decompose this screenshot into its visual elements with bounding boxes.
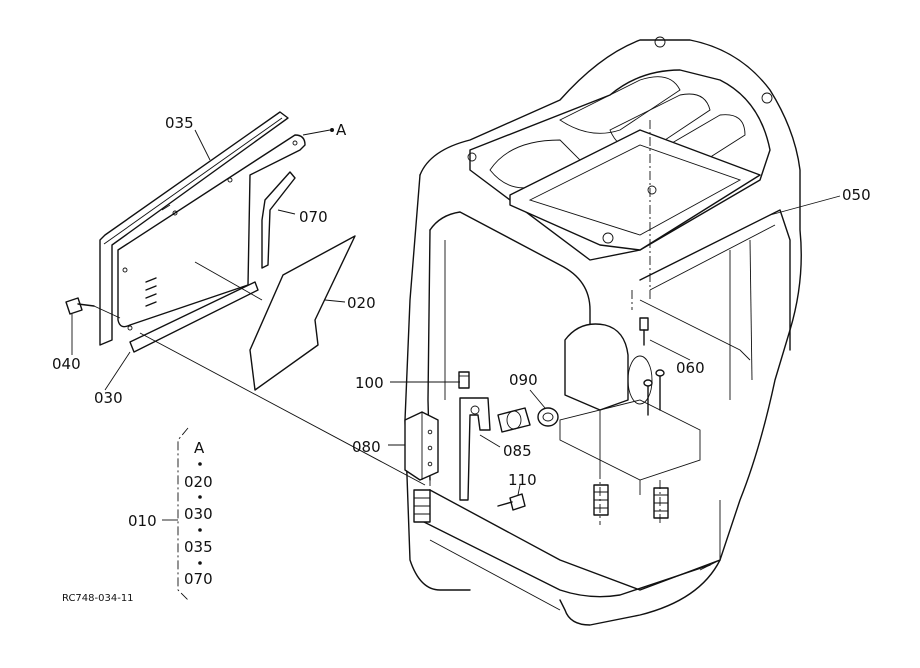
callout-110: 110 <box>508 471 537 489</box>
assembly-dot <box>198 495 202 499</box>
assembly-dot <box>198 561 202 565</box>
callout-085: 085 <box>503 442 532 460</box>
assembly-dot <box>198 528 202 532</box>
assembly-legend: 010 A 020 030 035 070 <box>128 427 213 601</box>
callout-040: 040 <box>52 355 81 373</box>
callout-a-dot <box>330 128 334 132</box>
assembly-item-4: 070 <box>184 570 213 588</box>
cab-frame <box>404 36 802 626</box>
hinge-hardware <box>404 317 649 511</box>
assembly-label: 010 <box>128 512 157 530</box>
callout-030: 030 <box>94 389 123 407</box>
callout-080: 080 <box>352 438 381 456</box>
drawing-code: RC748-034-11 <box>62 593 134 604</box>
assembly-dot <box>198 462 202 466</box>
assembly-item-1: 020 <box>184 473 213 491</box>
callout-labels: 035 A 070 020 040 030 050 060 100 090 08… <box>52 114 871 489</box>
callout-020: 020 <box>347 294 376 312</box>
callout-a: A <box>336 121 347 139</box>
callout-050: 050 <box>842 186 871 204</box>
assembly-item-0: A <box>194 439 205 457</box>
assembly-item-3: 035 <box>184 538 213 556</box>
callout-100: 100 <box>355 374 384 392</box>
bolt-040 <box>65 297 121 319</box>
door-glass-assembly <box>99 111 426 486</box>
callout-070: 070 <box>299 208 328 226</box>
damper-mount <box>413 484 669 523</box>
assembly-item-2: 030 <box>184 505 213 523</box>
leader-lines <box>71 129 841 496</box>
callout-090: 090 <box>509 371 538 389</box>
callout-060: 060 <box>676 359 705 377</box>
callout-035: 035 <box>165 114 194 132</box>
